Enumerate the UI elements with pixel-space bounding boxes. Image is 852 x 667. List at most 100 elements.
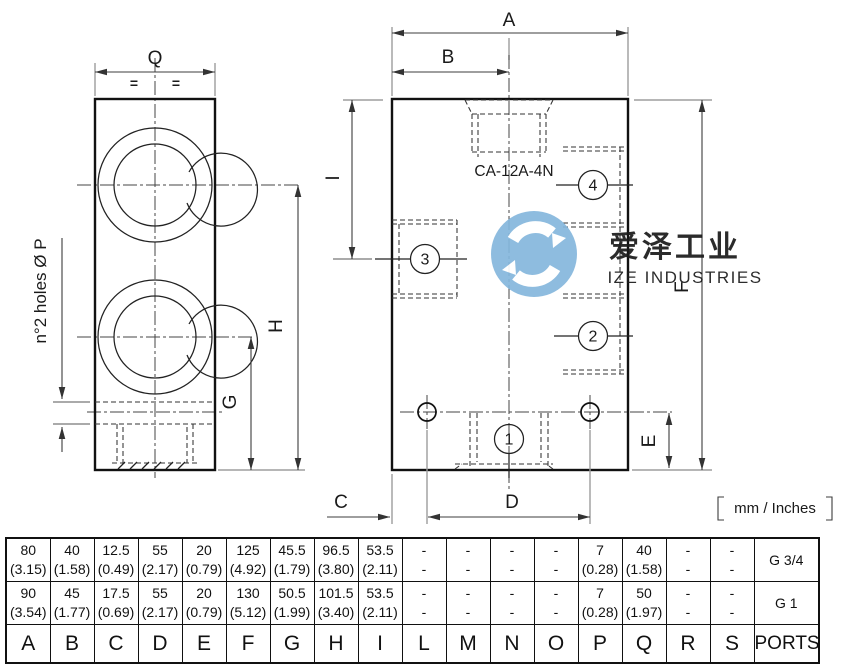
dim-cell-H-row1: 96.5(3.80) bbox=[313, 537, 359, 582]
dim-cell-E-row2: 20(0.79) bbox=[181, 581, 227, 625]
column-label-G: G bbox=[269, 624, 315, 664]
balloon-3: 3 bbox=[375, 243, 467, 275]
dim-label-h: H bbox=[266, 319, 287, 333]
column-label-O: O bbox=[533, 624, 579, 664]
column-label-D: D bbox=[137, 624, 183, 664]
dim-cell-I-row1: 53.5(2.11) bbox=[357, 537, 403, 582]
part-number: CA-12A-4N bbox=[474, 163, 553, 180]
dim-cell-F-row1: 125(4.92) bbox=[225, 537, 271, 582]
front-bottom-port bbox=[454, 413, 554, 470]
dim-cell-R-row2: -- bbox=[665, 581, 711, 625]
dim-cell-O-row2: -- bbox=[533, 581, 579, 625]
balloon-2: 2 bbox=[554, 320, 633, 352]
dim-a: A bbox=[391, 10, 629, 96]
column-label-M: M bbox=[445, 624, 491, 664]
dimension-row-2: 90(3.54)45(1.77)17.5(0.69)55(2.17)20(0.7… bbox=[5, 581, 820, 625]
thread-hatch bbox=[117, 461, 186, 470]
balloon-1-number: 1 bbox=[505, 432, 514, 449]
dim-cell-B-row2: 45(1.77) bbox=[49, 581, 95, 625]
column-label-B: B bbox=[49, 624, 95, 664]
dim-cell-A-row2: 90(3.54) bbox=[5, 581, 51, 625]
column-label-L: L bbox=[401, 624, 447, 664]
dim-cell-D-row2: 55(2.17) bbox=[137, 581, 183, 625]
dim-label-a: A bbox=[503, 10, 516, 31]
side-view-bottom-port bbox=[112, 424, 198, 470]
dim-b: B bbox=[392, 47, 509, 76]
dim-label-c: C bbox=[334, 492, 348, 513]
dim-label-f: F bbox=[672, 281, 693, 293]
column-label-F: F bbox=[225, 624, 271, 664]
technical-drawing: Q = = n°2 holes Ø P G H bbox=[31, 10, 833, 524]
dim-cell-I-row2: 53.5(2.11) bbox=[357, 581, 403, 625]
dim-cell-C-row1: 12.5(0.49) bbox=[93, 537, 139, 582]
ports-cell-row2: G 1 bbox=[753, 581, 820, 625]
front-view-body bbox=[390, 97, 630, 472]
column-label-P: P bbox=[577, 624, 623, 664]
dim-cell-S-row1: -- bbox=[709, 537, 755, 582]
dim-cell-P-row2: 7(0.28) bbox=[577, 581, 623, 625]
side-view-body bbox=[93, 97, 217, 472]
mounting-holes bbox=[400, 395, 672, 429]
column-label-E: E bbox=[181, 624, 227, 664]
dim-cell-R-row1: -- bbox=[665, 537, 711, 582]
column-label-N: N bbox=[489, 624, 535, 664]
side-view-port-lower bbox=[97, 279, 259, 395]
column-label-S: S bbox=[709, 624, 755, 664]
dim-cell-L-row2: -- bbox=[401, 581, 447, 625]
column-label-A: A bbox=[5, 624, 51, 664]
balloon-3-number: 3 bbox=[421, 252, 430, 269]
dim-cell-N-row1: -- bbox=[489, 537, 535, 582]
column-label-Q: Q bbox=[621, 624, 667, 664]
dim-e: E bbox=[639, 413, 673, 468]
dim-cell-Q-row1: 40(1.58) bbox=[621, 537, 667, 582]
dim-cell-E-row1: 20(0.79) bbox=[181, 537, 227, 582]
dim-q: Q = = bbox=[94, 48, 216, 96]
dim-cell-C-row2: 17.5(0.69) bbox=[93, 581, 139, 625]
side-view-port-upper bbox=[97, 127, 259, 243]
column-label-C: C bbox=[93, 624, 139, 664]
dimension-table: 80(3.15)40(1.58)12.5(0.49)55(2.17)20(0.7… bbox=[5, 537, 820, 664]
dim-label-q: Q bbox=[148, 48, 163, 69]
dim-h: H bbox=[266, 185, 302, 470]
ports-cell-row1: G 3/4 bbox=[753, 537, 820, 582]
column-label-PORTS: PORTS bbox=[753, 624, 820, 664]
holes-callout: n°2 holes Ø P bbox=[31, 238, 90, 452]
units-note-text: mm / Inches bbox=[734, 500, 816, 517]
balloon-2-number: 2 bbox=[589, 329, 598, 346]
units-note: mm / Inches bbox=[717, 496, 833, 521]
dim-cell-L-row1: -- bbox=[401, 537, 447, 582]
front-view: A B CA-12A-4N bbox=[323, 10, 712, 524]
watermark-cn-text: 爱泽工业 bbox=[609, 231, 741, 264]
balloon-1: 1 bbox=[493, 423, 525, 478]
dim-g: G bbox=[218, 337, 305, 471]
column-label-R: R bbox=[665, 624, 711, 664]
column-label-I: I bbox=[357, 624, 403, 664]
dim-label-b: B bbox=[442, 47, 455, 68]
equal-mark-right: = bbox=[172, 75, 180, 91]
dim-c-d: C D bbox=[327, 430, 591, 524]
front-top-port bbox=[464, 99, 554, 157]
dim-cell-G-row2: 50.5(1.99) bbox=[269, 581, 315, 625]
dim-cell-S-row2: -- bbox=[709, 581, 755, 625]
dim-i: I bbox=[323, 99, 383, 260]
ize-watermark: 爱泽工业 IZE INDUSTRIES bbox=[491, 211, 761, 297]
holes-note-label: n°2 holes Ø P bbox=[31, 238, 50, 343]
dim-cell-B-row1: 40(1.58) bbox=[49, 537, 95, 582]
dim-cell-O-row1: -- bbox=[533, 537, 579, 582]
dim-cell-N-row2: -- bbox=[489, 581, 535, 625]
ize-logo-arrows-icon bbox=[507, 221, 561, 287]
dim-cell-A-row1: 80(3.15) bbox=[5, 537, 51, 582]
dim-cell-P-row1: 7(0.28) bbox=[577, 537, 623, 582]
dim-label-i: I bbox=[323, 175, 344, 180]
dim-cell-F-row2: 130(5.12) bbox=[225, 581, 271, 625]
dim-cell-G-row1: 45.5(1.79) bbox=[269, 537, 315, 582]
side-view: Q = = n°2 holes Ø P G H bbox=[31, 48, 305, 478]
dim-cell-D-row1: 55(2.17) bbox=[137, 537, 183, 582]
dim-label-e: E bbox=[639, 435, 660, 448]
balloon-4-number: 4 bbox=[589, 178, 598, 195]
balloon-4: 4 bbox=[556, 169, 633, 201]
dim-label-g: G bbox=[220, 395, 241, 410]
dimension-row-1: 80(3.15)40(1.58)12.5(0.49)55(2.17)20(0.7… bbox=[5, 537, 820, 582]
